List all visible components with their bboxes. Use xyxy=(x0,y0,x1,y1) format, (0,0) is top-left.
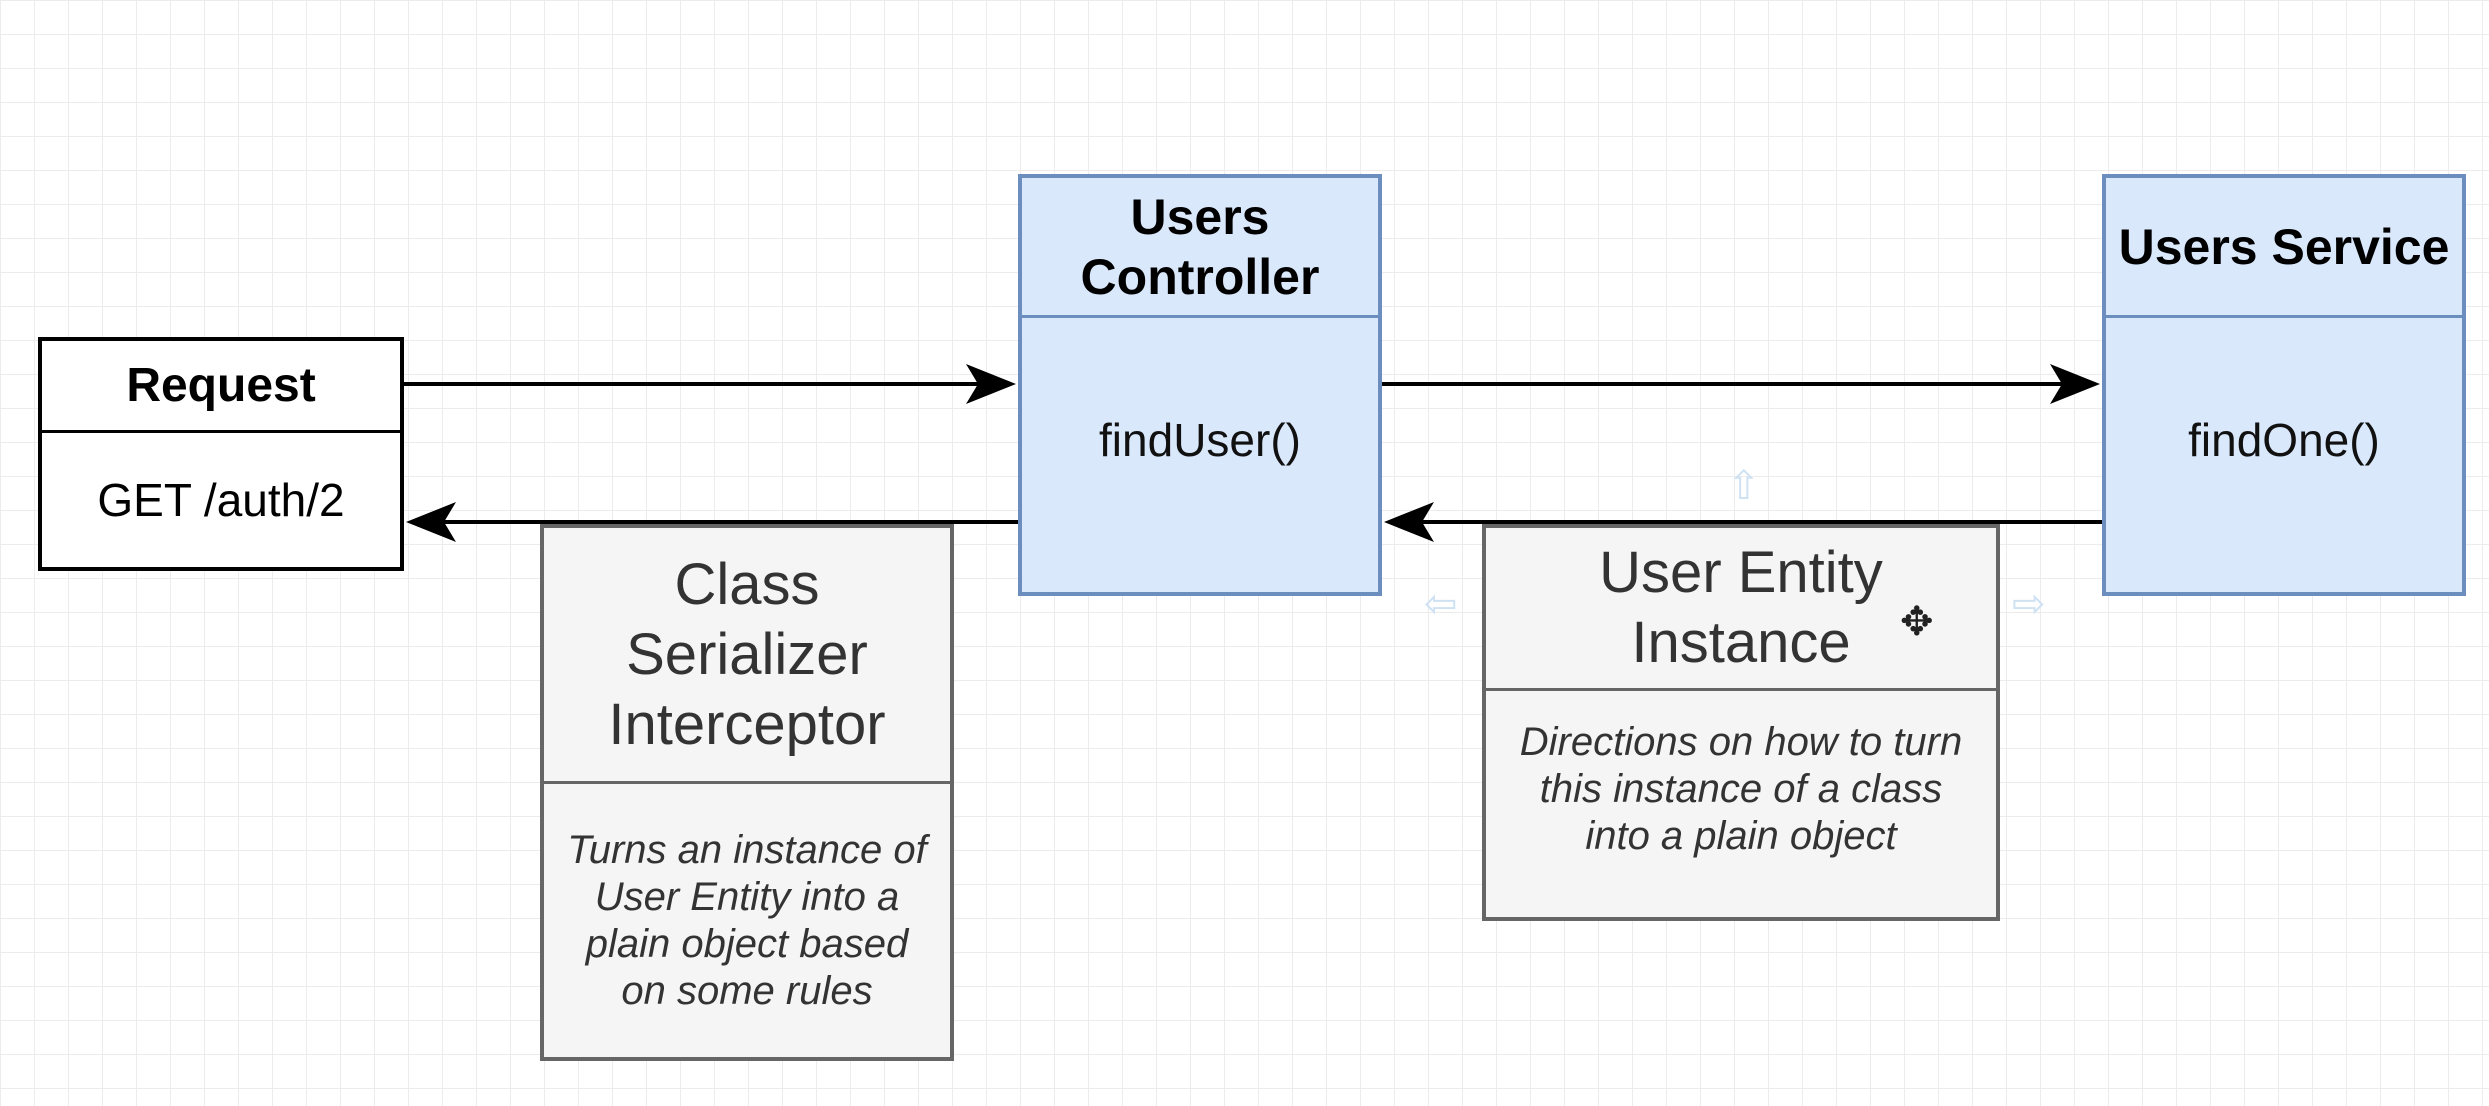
class-serializer-interceptor-box[interactable]: Class Serializer Interceptor Turns an in… xyxy=(540,524,954,1061)
users-service-title: Users Service xyxy=(2106,178,2462,318)
class-serializer-interceptor-description: Turns an instance of User Entity into a … xyxy=(567,827,927,1013)
user-entity-instance-box[interactable]: User Entity Instance Directions on how t… xyxy=(1482,524,2000,921)
users-controller-box[interactable]: Users Controller findUser() xyxy=(1018,174,1382,596)
users-controller-method: findUser() xyxy=(1099,414,1301,466)
request-box[interactable]: Request GET /auth/2 xyxy=(38,337,404,571)
arrow-request-to-controller xyxy=(404,364,1016,404)
request-title: Request xyxy=(42,341,400,433)
arrow-right-hint-icon[interactable]: ⇨ xyxy=(2012,582,2046,626)
class-serializer-interceptor-title: Class Serializer Interceptor xyxy=(544,528,950,784)
arrow-controller-to-service xyxy=(1382,364,2100,404)
request-route: GET /auth/2 xyxy=(97,474,345,526)
user-entity-instance-description: Directions on how to turn this instance … xyxy=(1519,719,1963,858)
users-service-method: findOne() xyxy=(2188,414,2380,466)
arrow-up-hint-icon[interactable]: ⇧ xyxy=(1727,464,1761,508)
users-service-box[interactable]: Users Service findOne() xyxy=(2102,174,2466,596)
user-entity-instance-title: User Entity Instance xyxy=(1486,528,1996,691)
arrow-left-hint-icon[interactable]: ⇦ xyxy=(1424,582,1458,626)
move-cursor-icon: ✥ xyxy=(1900,600,1934,644)
users-controller-title: Users Controller xyxy=(1022,178,1378,318)
